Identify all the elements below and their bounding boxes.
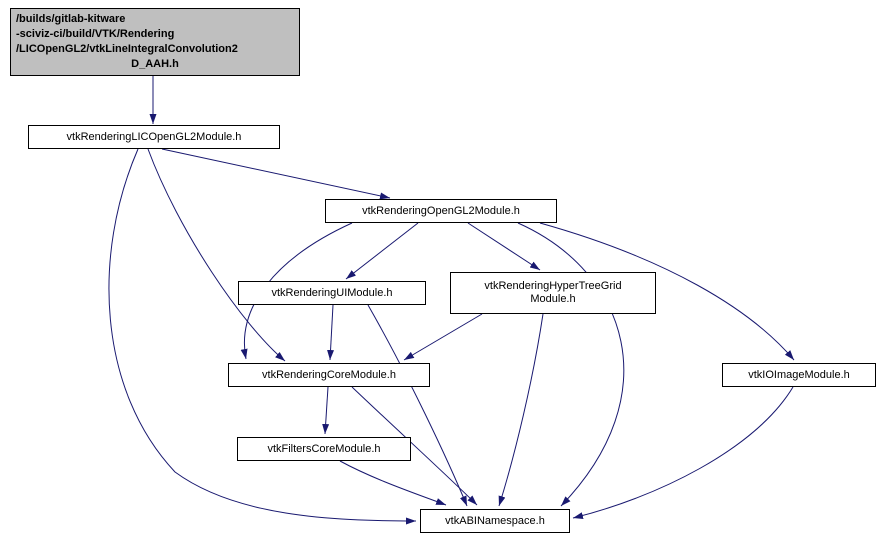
node-current-file-line: -sciviz-ci/build/VTK/Rendering [16, 28, 175, 40]
node-label: vtkRenderingUIModule.h [271, 286, 393, 299]
edge-filters-to-abi [339, 460, 447, 506]
node-io-image-module[interactable]: vtkIOImageModule.h [722, 363, 876, 387]
edge-ui-to-core [327, 304, 335, 361]
node-current-file-line: /builds/gitlab-kitware [16, 13, 126, 25]
edge-lic-to-opengl2 [161, 148, 391, 200]
node-current-file-line: D_AAH.h [131, 58, 179, 70]
edge-ioimage-to-abi [572, 386, 794, 520]
edge-ui-to-abi [367, 304, 468, 507]
node-label: vtkABINamespace.h [445, 514, 545, 527]
node-label: vtkIOImageModule.h [748, 368, 850, 381]
node-abi-namespace[interactable]: vtkABINamespace.h [420, 509, 570, 533]
node-current-file-line: /LICOpenGL2/vtkLineIntegralConvolution2 [16, 43, 238, 55]
edge-opengl2-to-ioimage [539, 222, 795, 361]
edge-opengl2-to-ui [345, 222, 419, 280]
node-rendering-opengl2-module[interactable]: vtkRenderingOpenGL2Module.h [325, 199, 557, 223]
node-current-file: /builds/gitlab-kitware -sciviz-ci/build/… [10, 8, 300, 76]
node-label: vtkRenderingHyperTreeGrid [484, 280, 622, 292]
edge-htg-to-abi [498, 313, 544, 507]
node-label: vtkRenderingLICOpenGL2Module.h [66, 130, 242, 143]
node-rendering-hypertreegrid-module[interactable]: vtkRenderingHyperTreeGrid Module.h [450, 272, 656, 314]
edge-lic-to-core [147, 148, 286, 362]
node-rendering-lic-opengl2-module[interactable]: vtkRenderingLICOpenGL2Module.h [28, 125, 280, 149]
edge-htg-to-core [403, 313, 483, 361]
edge-lic-to-abi [108, 148, 417, 525]
edge-core-to-filters [322, 386, 330, 435]
node-rendering-ui-module[interactable]: vtkRenderingUIModule.h [238, 281, 426, 305]
edge-opengl2-to-abi [517, 222, 625, 507]
edge-core-to-abi [351, 386, 478, 506]
node-filters-core-module[interactable]: vtkFiltersCoreModule.h [237, 437, 411, 461]
node-label: vtkRenderingCoreModule.h [262, 368, 396, 381]
edge-opengl2-to-htg [467, 222, 541, 271]
node-label: Module.h [530, 293, 576, 305]
node-label: vtkFiltersCoreModule.h [267, 442, 381, 455]
node-label: vtkRenderingOpenGL2Module.h [362, 204, 520, 217]
node-rendering-core-module[interactable]: vtkRenderingCoreModule.h [228, 363, 430, 387]
